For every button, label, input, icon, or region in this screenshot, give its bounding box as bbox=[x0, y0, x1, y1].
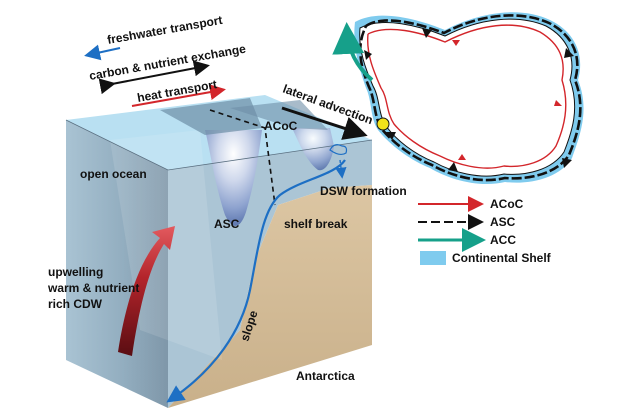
upwelling-label-1: upwelling bbox=[48, 265, 103, 279]
continent-shape bbox=[359, 18, 576, 177]
surface-ridge-2 bbox=[230, 100, 328, 130]
asc-arrowhead-6 bbox=[364, 50, 372, 60]
asc-arrowhead-4 bbox=[386, 132, 396, 140]
map-legend: ACoC ASC ACC Continental Shelf bbox=[418, 196, 552, 265]
carbon-label: carbon & nutrient exchange bbox=[88, 42, 247, 83]
asc-arrowhead-2 bbox=[562, 158, 572, 168]
acoc-arrowhead-2 bbox=[458, 154, 466, 160]
asc-trough bbox=[205, 130, 262, 226]
asc-arrowhead-5 bbox=[422, 28, 432, 38]
dsw-dashed-arrow bbox=[335, 159, 347, 179]
antarctica-map bbox=[332, 12, 584, 185]
heat-label: heat transport bbox=[136, 77, 218, 105]
asc-arrowhead-1 bbox=[564, 48, 574, 58]
water-side-face bbox=[168, 140, 372, 408]
acoc-arrowhead-1 bbox=[554, 100, 562, 106]
acoc-path bbox=[366, 24, 567, 169]
asc-path bbox=[359, 14, 582, 182]
heat-arrow bbox=[131, 84, 226, 107]
shelf-break-dashes bbox=[209, 109, 276, 206]
process-key: freshwater transport carbon & nutrient e… bbox=[84, 13, 247, 107]
acc-arrow bbox=[332, 22, 374, 82]
upwelling-label-3: rich CDW bbox=[48, 297, 103, 311]
upwelling-arrow-icon bbox=[118, 226, 175, 356]
antarctica-label: Antarctica bbox=[296, 369, 355, 383]
acoc-arrowhead-3 bbox=[452, 40, 460, 46]
bathymetry-line bbox=[166, 159, 346, 403]
ocean-block bbox=[65, 95, 373, 408]
shelf-break-label: shelf break bbox=[284, 217, 348, 231]
legend-shelf-swatch bbox=[420, 251, 446, 265]
upwelling-label-2: warm & nutrient bbox=[47, 281, 139, 295]
freshwater-label: freshwater transport bbox=[106, 13, 223, 47]
ocean-front-face bbox=[66, 120, 168, 408]
legend-acoc-label: ACoC bbox=[490, 197, 524, 211]
dsw-blob-icon bbox=[329, 144, 348, 156]
surface-ridge-1 bbox=[160, 98, 262, 135]
land-side-face bbox=[168, 185, 372, 408]
acoc-label: ACoC bbox=[264, 119, 298, 133]
asc-arrowhead-3 bbox=[448, 162, 458, 172]
acoc-trough bbox=[292, 128, 334, 171]
legend-asc-label: ASC bbox=[490, 215, 516, 229]
asc-label: ASC bbox=[214, 217, 240, 231]
carbon-arrow bbox=[98, 60, 210, 95]
dsw-formation-label: DSW formation bbox=[320, 184, 407, 198]
legend-acc-label: ACC bbox=[490, 233, 516, 247]
location-marker-icon bbox=[376, 117, 390, 131]
open-ocean-label: open ocean bbox=[80, 167, 147, 181]
block-outline bbox=[65, 119, 373, 171]
freshwater-arrow bbox=[84, 44, 121, 61]
legend-shelf-label: Continental Shelf bbox=[452, 251, 552, 265]
lateral-advection-arrow bbox=[281, 106, 368, 140]
